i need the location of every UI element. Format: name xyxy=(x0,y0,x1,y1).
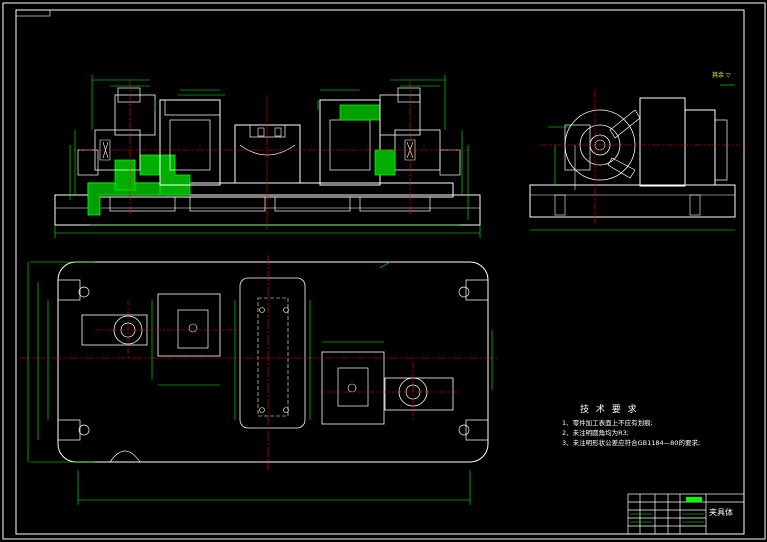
right-support xyxy=(319,99,381,186)
plan-center-plate xyxy=(239,277,306,429)
title-block xyxy=(627,493,745,535)
title-block-part-name: 夹具体 xyxy=(709,508,733,517)
front-dimensions xyxy=(54,75,481,238)
front-view xyxy=(54,75,481,238)
side-view xyxy=(529,84,740,231)
title-block-marker xyxy=(686,497,702,502)
technical-requirement-2: 2、未注明圆角均为R3; xyxy=(562,429,629,437)
technical-requirement-1: 1、零件加工表面上不应有划痕; xyxy=(562,419,653,427)
roughness-note: 其余 ▽ xyxy=(712,72,731,79)
plan-base-outline xyxy=(57,261,489,463)
plan-dimensions xyxy=(27,261,493,505)
side-base xyxy=(529,184,736,218)
technical-requirements-title: 技 术 要 求 xyxy=(580,405,639,415)
plan-view xyxy=(20,255,500,505)
sheet-inner-border xyxy=(15,9,745,535)
front-base xyxy=(54,194,481,226)
center-block xyxy=(234,124,301,184)
drawing-number-box xyxy=(15,9,51,17)
technical-requirement-3: 3、未注明形状公差应符合GB1184—80的要求; xyxy=(562,439,701,447)
